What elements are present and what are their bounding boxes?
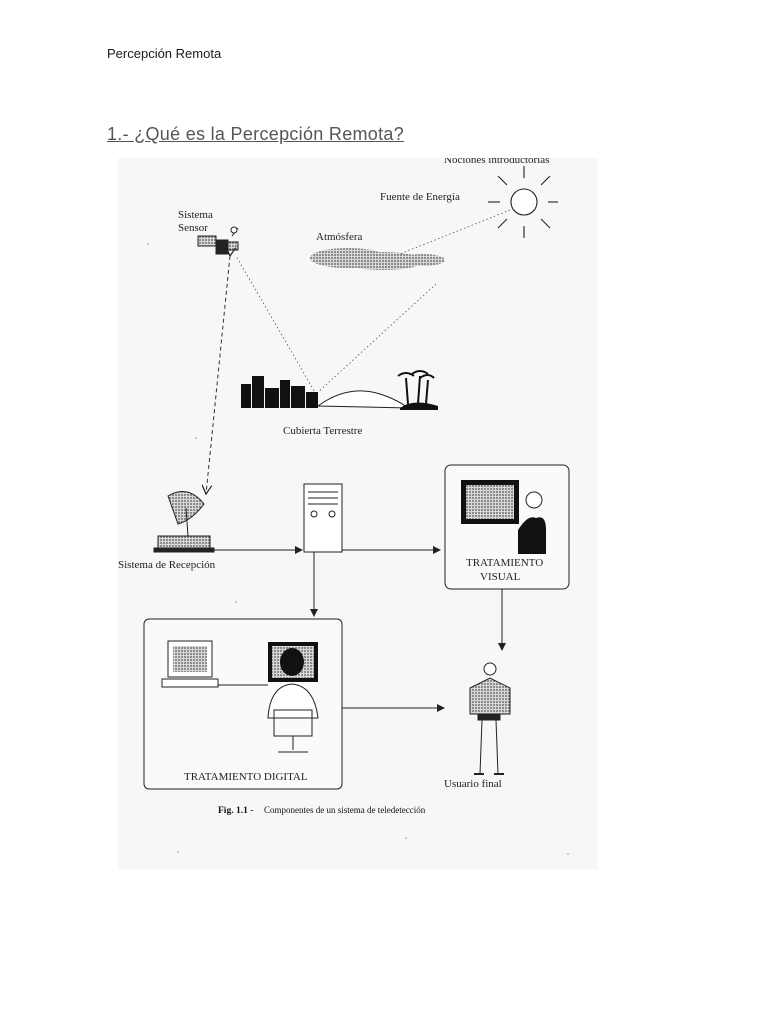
signal-downlink: [206, 256, 230, 494]
atmosphere-cloud: [310, 248, 445, 270]
atmosphere-label: Atmósfera: [316, 231, 363, 243]
satellite-dish-icon: [153, 491, 215, 553]
caption-text: Componentes de un sistema de teledetecci…: [264, 805, 426, 815]
energy-paths: [235, 209, 511, 395]
digital-treatment-label: TRATAMIENTO DIGITAL: [184, 771, 308, 783]
end-user-label: Usuario final: [444, 778, 502, 790]
land-cover-label: Cubierta Terrestre: [283, 425, 362, 437]
energy-source-label: Fuente de Energía: [380, 191, 460, 203]
land-cover-illustration: [241, 370, 438, 410]
sensor-label-line2: Sensor: [178, 222, 208, 234]
computer-tower-icon: [303, 483, 343, 553]
sun-icon: [488, 166, 558, 238]
scanned-figure: Nociones introductorias Fuente de Energí…: [118, 158, 598, 870]
end-user-icon: [469, 662, 511, 775]
visual-treatment-label-line2: VISUAL: [480, 571, 521, 583]
visual-treatment-box: [444, 464, 570, 590]
cropped-header-text: Nociones introductorias: [444, 158, 549, 166]
caption-number: Fig. 1.1 -: [218, 806, 253, 816]
digital-treatment-box: [143, 618, 343, 790]
reception-label: Sistema de Recepción: [118, 559, 216, 571]
document-heading: 1.- ¿Qué es la Percepción Remota?: [107, 124, 405, 144]
scan-noise: [147, 243, 569, 855]
sensor-label-line1: Sistema: [178, 209, 213, 221]
running-header: Percepción Remota: [107, 46, 222, 61]
visual-treatment-label-line1: TRATAMIENTO: [466, 557, 543, 569]
